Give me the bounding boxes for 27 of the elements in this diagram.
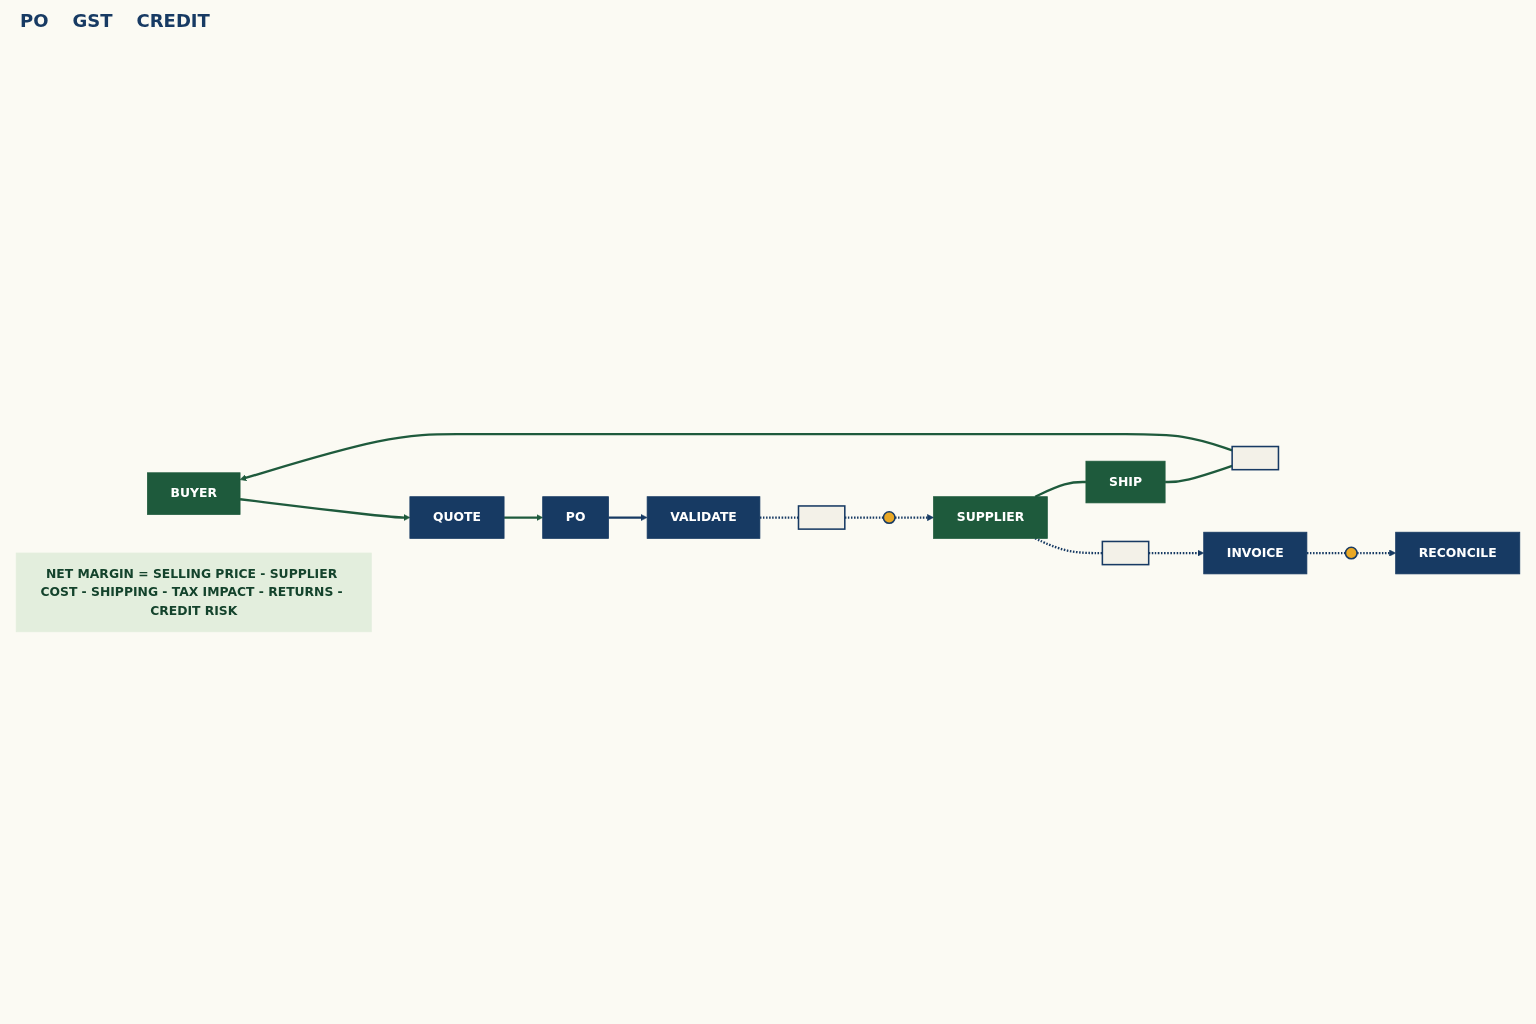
node-box: INVOICE [1203, 531, 1308, 574]
node-box: PO [542, 495, 609, 539]
node-box: SUPPLIER [933, 495, 1048, 539]
node-circle [882, 510, 896, 524]
node-circle [1344, 546, 1358, 560]
connector [1165, 464, 1233, 483]
node-box: VALIDATE [646, 495, 761, 539]
arrow [1357, 549, 1396, 556]
arrow [239, 432, 1233, 481]
arrow [504, 513, 543, 521]
node-box [797, 504, 846, 530]
screen-label: GST [72, 10, 113, 31]
arrow [608, 513, 648, 521]
connector [1034, 480, 1086, 498]
node-box: BUYER [147, 471, 241, 515]
screen-label: CREDIT [136, 10, 210, 31]
arrow [239, 497, 411, 521]
node-box: RECONCILE [1395, 531, 1521, 574]
connector [1034, 536, 1103, 554]
node-box: SHIP [1085, 460, 1166, 503]
node-box: QUOTE [409, 495, 505, 539]
arrow [1148, 549, 1204, 556]
arrow [895, 513, 934, 521]
node-box [1101, 540, 1150, 565]
node-box: NET MARGIN = SELLING PRICE - SUPPLIER COST - SHIPPING - TAX IMPACT - RETURNS - CREDIT RISK [15, 552, 372, 632]
screen-label: PO [20, 10, 49, 31]
node-box [1231, 445, 1280, 470]
